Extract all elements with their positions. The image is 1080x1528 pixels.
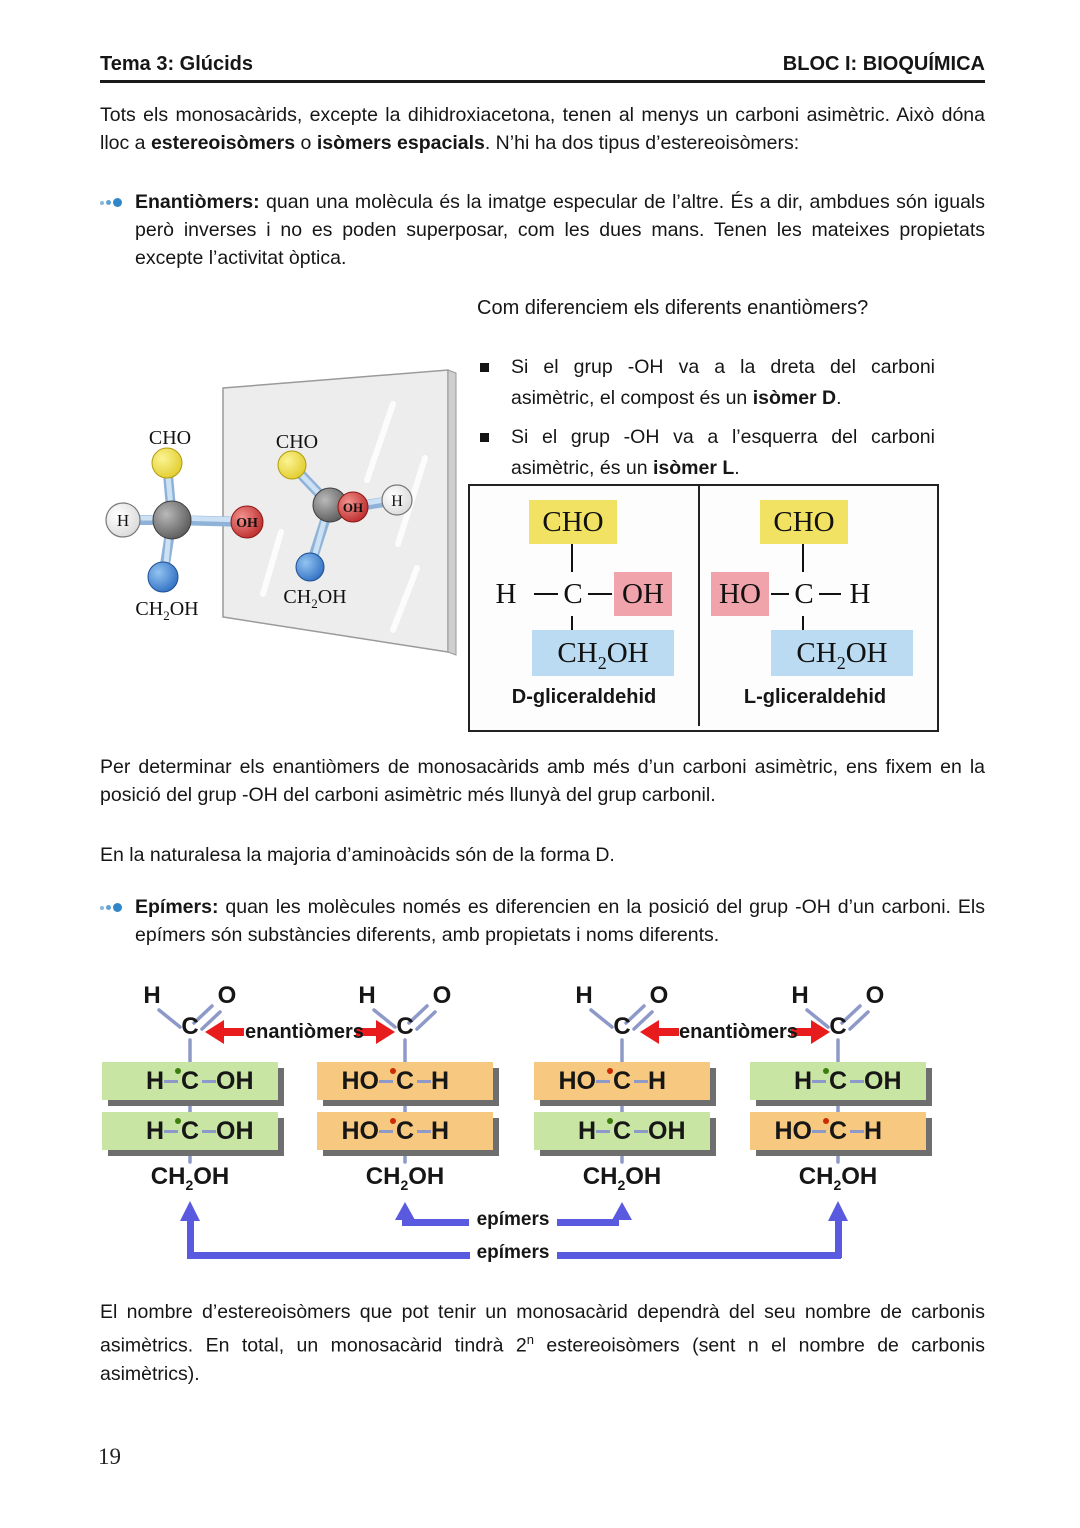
ch2oh-label: CH2OH [582,1163,662,1193]
h-atom-label: H [391,493,403,510]
oh-atom-label: OH [236,516,258,531]
aldehyde-o: O [865,982,885,1009]
h-atom: H [495,578,517,610]
bond-line [802,616,804,630]
d-gliceraldehid-caption: D-gliceraldehid [511,686,657,708]
paragraph-naturalesa: En la naturalesa la majoria d’aminoàcids… [100,844,615,866]
square-bullet-icon [480,433,489,442]
aldehyde-h: H [358,982,376,1009]
fischer-molecule-3: H O C HO C H H C OH CH2OH [522,980,722,1210]
bullet-dots-icon [100,903,130,912]
epimers-arrows-icon [180,1201,848,1259]
aldehyde-c: C [396,1013,414,1040]
sub-bullet-d-text: Si el grup -OH va a la dreta del carboni… [511,356,935,409]
bond-line [588,593,612,595]
ch2oh-label: CH2OH [283,586,346,611]
header-left: Tema 3: Glúcids [100,53,254,75]
bullet-epimers: Epímers: quan les molècules només es dif… [100,893,985,949]
aldehyde-h: H [143,982,161,1009]
sub-bullet-isomer-d: Si el grup -OH va a la dreta del carboni… [477,352,935,414]
chiral-carbon-dot-icon [390,1067,396,1074]
epimers-label: epímers [476,1242,550,1263]
page-number: 19 [98,1444,121,1469]
ch2oh-label: CH2OH [150,1163,230,1193]
fischer-row: H C OH [102,1062,278,1100]
atom-balls [105,447,413,593]
sub-bullet-isomer-l: Si el grup -OH va a l’esquerra del carbo… [477,422,935,484]
ch2oh-label: CH2OH [135,598,198,623]
aldehyde-c: C [613,1013,631,1040]
bond-line [571,544,573,572]
chiral-carbon-dot-icon [390,1117,396,1124]
chiral-carbon-dot-icon [607,1117,613,1124]
bond-line [571,616,573,630]
aldehyde-h: H [575,982,593,1009]
aldehyde-c: C [829,1013,847,1040]
aldehyde-o: O [649,982,669,1009]
l-gliceraldehid-caption: L-gliceraldehid [743,686,887,708]
bond-line [802,544,804,572]
chiral-carbon-dot-icon [823,1067,829,1074]
epimers-diagram: H O C H C OH H C OH CH2OH H O C HO C H [95,980,985,1290]
cho-group: CHO [529,500,617,544]
paragraph-intro: Tots els monosacàrids, excepte la dihidr… [100,104,985,154]
fischer-row: H C OH [750,1062,926,1100]
fischer-row: HO C H [750,1112,926,1150]
aldehyde-c: C [181,1013,199,1040]
paragraph-determinar: Per determinar els enantiòmers de monosa… [100,756,985,806]
fischer-row: H C OH [102,1112,278,1150]
enantiomers-label: enantiòmers [245,1021,364,1043]
chiral-carbon-dot-icon [175,1067,181,1074]
question-heading: Com diferenciem els diferents enantiòmer… [477,297,869,319]
mirror-molecule-figure: CHO CH2OH H OH CHO CH2OH OH H [105,369,457,656]
dl-gliceraldehid-figure: CHO H C OH CH2OH D-gliceraldehid CHO HO … [468,484,939,732]
ch2oh-group: CH2OH [771,630,913,676]
enantiomers-arrows-icon [205,1020,830,1044]
carbon-atom: C [563,578,583,610]
chiral-carbon-dot-icon [823,1117,829,1124]
h-atom-label: H [117,511,129,530]
sub-bullet-l-text: Si el grup -OH va a l’esquerra del carbo… [511,426,935,479]
bullet-epimers-text: Epímers: quan les molècules només es dif… [135,896,985,946]
header-rule [100,80,985,83]
enantiomers-label: enantiòmers [679,1021,798,1043]
ho-group: HO [711,572,769,616]
fischer-row: HO C H [317,1062,493,1100]
epimers-label: epímers [476,1209,550,1230]
cho-label: CHO [149,427,191,449]
h-atom: H [849,578,871,610]
diagram-shapes [157,1004,870,1259]
ch2oh-label: CH2OH [365,1163,445,1193]
ch2oh-group: CH2OH [532,630,674,676]
paragraph-nombre: El nombre d’estereoisòmers que pot tenir… [100,1301,985,1385]
aldehyde-h: H [791,982,809,1009]
fischer-row: HO C H [317,1112,493,1150]
cho-group: CHO [760,500,848,544]
header-right: BLOC I: BIOQUÍMICA [782,53,985,75]
bond-line [771,593,789,595]
bullet-enantiomers: Enantiòmers: quan una molècula és la ima… [100,188,985,272]
aldehyde-o: O [217,982,237,1009]
ch2oh-label: CH2OH [798,1163,878,1193]
l-gliceraldehid-cell: CHO HO C H CH2OH L-gliceraldehid [701,486,929,726]
fischer-molecule-2: H O C HO C H HO C H CH2OH [305,980,505,1210]
aldehyde-o: O [432,982,452,1009]
figure-divider [698,486,700,726]
cho-label: CHO [276,431,318,453]
oh-group: OH [614,572,672,616]
fischer-molecule-4: H O C H C OH HO C H CH2OH [738,980,938,1210]
bullet-enantiomers-text: Enantiòmers: quan una molècula és la ima… [135,191,985,269]
d-gliceraldehid-cell: CHO H C OH CH2OH D-gliceraldehid [470,486,698,726]
bullet-dots-icon [100,198,130,207]
fischer-row: HO C H [534,1062,710,1100]
chiral-carbon-dot-icon [175,1117,181,1124]
oh-atom-label: OH [343,500,363,515]
fischer-molecule-1: H O C H C OH H C OH CH2OH [90,980,290,1210]
bond-line [819,593,841,595]
fischer-row: H C OH [534,1112,710,1150]
chiral-carbon-dot-icon [607,1067,613,1074]
bond-line [534,593,558,595]
square-bullet-icon [480,363,489,372]
carbon-atom: C [794,578,814,610]
